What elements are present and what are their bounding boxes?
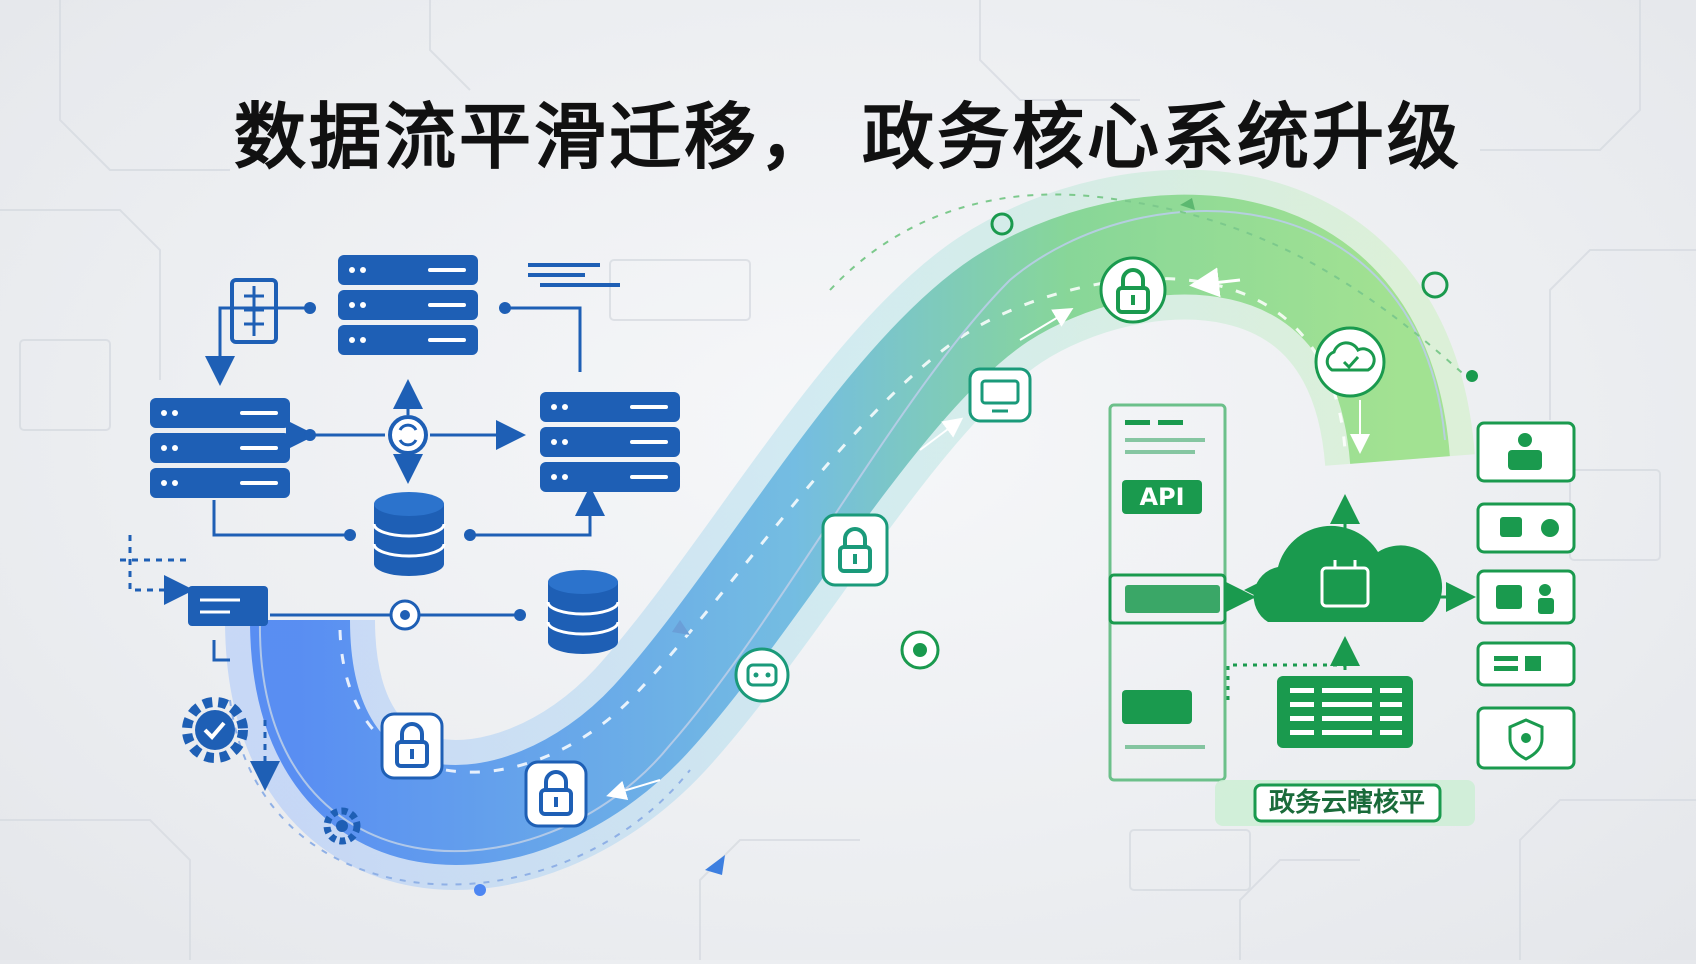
cloud-check-icon	[1314, 326, 1386, 398]
page-title: 数据流平滑迁移， 政务核心系统升级	[233, 95, 1463, 179]
platform-label: 政务云瞎核平	[1269, 787, 1425, 818]
shield-icon	[900, 630, 940, 670]
padlock-icon	[524, 760, 588, 828]
network-node-icon	[188, 586, 268, 626]
database-icon	[372, 490, 446, 578]
padlock-icon	[1099, 256, 1167, 324]
side-panels	[1476, 421, 1576, 770]
sync-hub-icon	[388, 415, 428, 455]
flow-security-icons	[380, 212, 1478, 828]
gear-icon	[323, 807, 361, 845]
api-label: API	[1139, 483, 1184, 511]
platform-badge: 政务云瞎核平	[1215, 780, 1475, 826]
legacy-system-cluster	[120, 255, 680, 896]
migration-flow-band	[225, 169, 1475, 890]
monitor-icon	[968, 367, 1032, 423]
data-grid-icon	[1277, 676, 1413, 748]
padlock-icon	[821, 513, 889, 587]
robot-icon	[734, 647, 790, 703]
padlock-icon	[380, 712, 444, 780]
user-network-icon	[1494, 433, 1559, 671]
database-icon	[546, 568, 620, 656]
server-rack-icon	[338, 255, 478, 355]
server-rack-icon	[540, 392, 680, 492]
shield-icon	[1508, 718, 1544, 761]
cloud-platform-cluster: API	[1108, 403, 1576, 826]
gear-icon	[182, 697, 248, 763]
server-rack-icon	[150, 398, 290, 498]
cloud-chip-icon	[1253, 525, 1443, 622]
document-icon	[230, 278, 278, 344]
